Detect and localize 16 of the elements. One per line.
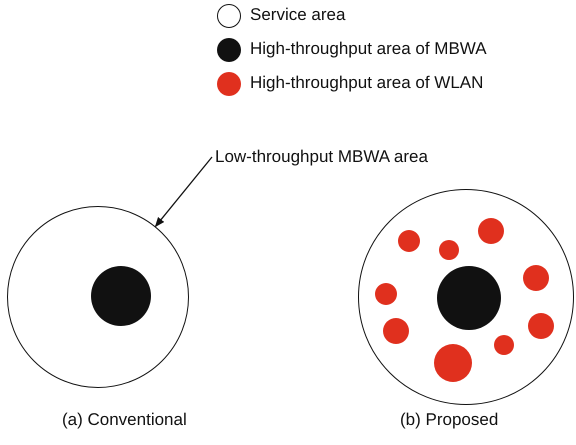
leader-line: [154, 156, 212, 228]
wlan-area-circle: [375, 283, 397, 305]
wlan-area-circle: [494, 335, 514, 355]
wlan-area-circle: [528, 313, 554, 339]
caption-text: (a) Conventional: [62, 410, 187, 430]
wlan-area-circle: [398, 230, 420, 252]
wlan-area-circle: [523, 265, 549, 291]
wlan-area-circle: [478, 218, 504, 244]
legend-label: Service area: [250, 5, 346, 25]
legend-label: High-throughput area of MBWA: [250, 39, 487, 59]
wlan-area-circle: [383, 318, 409, 344]
caption-text: (b) Proposed: [400, 410, 498, 430]
legend-label: High-throughput area of WLAN: [250, 73, 484, 93]
callout-text: Low-throughput MBWA area: [215, 147, 428, 167]
wlan-area-circle: [439, 240, 459, 260]
wlan-area-circle: [434, 344, 472, 382]
